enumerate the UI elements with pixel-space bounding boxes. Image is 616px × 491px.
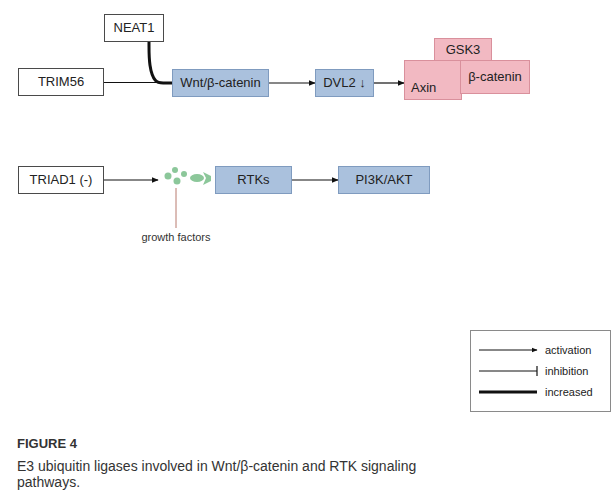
illustration-label: growth factors [138, 231, 214, 243]
receptor-box: RTKs [215, 166, 292, 194]
node-label: DVL2 ↓ [323, 75, 366, 91]
node-label: Axin [411, 80, 436, 96]
gene-box: NEAT1 [104, 14, 164, 42]
growth-factor-illustration [104, 167, 211, 228]
node-label: β-catenin [468, 69, 522, 85]
node-label: TRIM56 [38, 74, 84, 90]
figure-number: FIGURE 4 [17, 436, 137, 451]
legend-box: activation inhibition increased [470, 330, 611, 412]
figure-caption: E3 ubiquitin ligases involved in Wnt/β-c… [17, 458, 437, 490]
activation-connector [292, 179, 338, 180]
pathway-box: Wnt/β-catenin [172, 69, 269, 97]
node-label: RTKs [237, 172, 269, 188]
protein-box: DVL2 ↓ [315, 69, 374, 97]
legend-samples [471, 331, 612, 413]
node-label: GSK3 [446, 42, 481, 58]
node-label: TRIAD1 (-) [30, 172, 93, 188]
activation-connector [104, 82, 172, 83]
increased-sample [479, 391, 537, 394]
legend-label: activation [545, 343, 591, 357]
increase-connector [149, 42, 172, 83]
receptor-symbol [203, 172, 211, 185]
node-label: NEAT1 [114, 20, 155, 36]
growth-factor-dot [172, 167, 178, 173]
legend-label: inhibition [545, 364, 588, 378]
leader-line [176, 188, 177, 228]
ligase-box: TRIAD1 (-) [18, 166, 104, 194]
complex-protein-box: β-catenin [460, 60, 530, 94]
inhibition-sample [479, 371, 537, 372]
inhibition-bar [536, 366, 537, 376]
node-label: PI3K/AKT [355, 172, 412, 188]
growth-factor-dot [165, 173, 172, 180]
activation-connector [269, 82, 315, 83]
complex-protein-box: Axin [404, 60, 462, 100]
activation-sample [479, 350, 537, 351]
ligase-box: TRIM56 [18, 68, 104, 96]
growth-factor-dot [181, 171, 187, 177]
legend-label: increased [545, 385, 593, 399]
receptor-symbol [190, 174, 204, 182]
pathway-box: PI3K/AKT [338, 166, 430, 194]
growth-factor-dot [174, 178, 181, 185]
activation-connector [374, 82, 404, 83]
node-label: Wnt/β-catenin [180, 75, 260, 91]
activation-arrow [104, 179, 158, 180]
